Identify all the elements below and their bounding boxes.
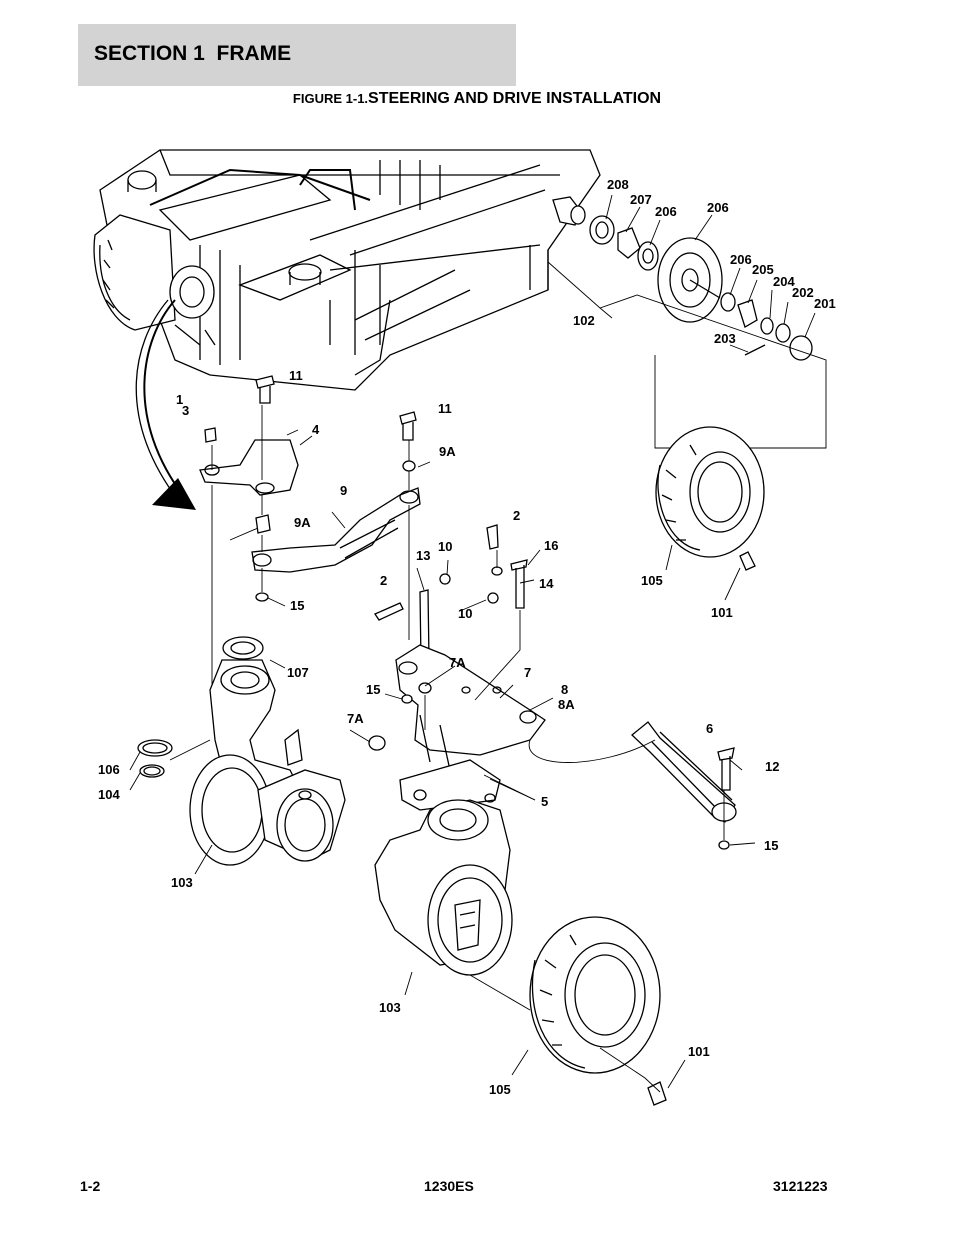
callout-204: 204 (773, 274, 795, 289)
drive-motor-right-drawing (374, 799, 686, 1106)
section-banner: SECTION 1 FRAME (78, 24, 516, 86)
callout-7a: 7A (449, 655, 466, 670)
callout-15: 15 (290, 598, 304, 613)
callout-11: 11 (289, 368, 303, 383)
callout-102: 102 (573, 313, 595, 328)
callout-11: 11 (438, 401, 452, 416)
callout-9a: 9A (439, 444, 456, 459)
callout-201: 201 (814, 296, 836, 311)
chassis-frame-drawing (93, 149, 601, 391)
callout-10: 10 (438, 539, 452, 554)
callout-206: 206 (730, 252, 752, 267)
callout-105: 105 (489, 1082, 511, 1097)
callout-107: 107 (287, 665, 309, 680)
callout-7a: 7A (347, 711, 364, 726)
callout-104: 104 (98, 787, 120, 802)
callout-2: 2 (513, 508, 520, 523)
callout-6: 6 (706, 721, 713, 736)
callout-1: 1 (176, 392, 183, 407)
section-title: SECTION 1 FRAME (94, 42, 292, 65)
callout-9a: 9A (294, 515, 311, 530)
steering-linkage-drawing (199, 375, 756, 850)
callout-12: 12 (765, 759, 779, 774)
callout-105: 105 (641, 573, 663, 588)
callout-205: 205 (752, 262, 774, 277)
drive-motor-left-drawing (129, 636, 346, 875)
callout-labels: 208 207 206 206 206 205 204 202 201 102 … (98, 177, 836, 1097)
callout-206: 206 (707, 200, 729, 215)
callout-15: 15 (366, 682, 380, 697)
callout-8a: 8A (558, 697, 575, 712)
callout-208: 208 (607, 177, 629, 192)
callout-207: 207 (630, 192, 652, 207)
figure-prefix: FIGURE 1-1. (292, 91, 369, 106)
figure-name: STEERING AND DRIVE INSTALLATION (368, 90, 662, 107)
callout-4: 4 (312, 422, 320, 437)
callout-2: 2 (380, 573, 387, 588)
callout-103: 103 (379, 1000, 401, 1015)
callout-13: 13 (416, 548, 430, 563)
callout-14: 14 (539, 576, 554, 591)
callout-203: 203 (714, 331, 736, 346)
callout-7: 7 (524, 665, 531, 680)
wheel-upper-drawing (655, 426, 765, 601)
callout-101: 101 (711, 605, 733, 620)
callout-3: 3 (182, 403, 189, 418)
callout-206: 206 (655, 204, 677, 219)
callout-103: 103 (171, 875, 193, 890)
callout-9: 9 (340, 483, 347, 498)
callout-5: 5 (541, 794, 548, 809)
callout-10: 10 (458, 606, 472, 621)
callout-101: 101 (688, 1044, 710, 1059)
callout-202: 202 (792, 285, 814, 300)
callout-106: 106 (98, 762, 120, 777)
page-number: 1-2 (80, 1178, 101, 1194)
callout-8: 8 (561, 682, 568, 697)
callout-15: 15 (764, 838, 778, 853)
figure-title: FIGURE 1-1.STEERING AND DRIVE INSTALLATI… (0, 90, 954, 108)
callout-16: 16 (544, 538, 558, 553)
document-number: 3121223 (773, 1178, 828, 1194)
model-name: 1230ES (424, 1178, 474, 1194)
hub-assembly-drawing (547, 194, 827, 449)
rotation-arrow (135, 299, 196, 510)
